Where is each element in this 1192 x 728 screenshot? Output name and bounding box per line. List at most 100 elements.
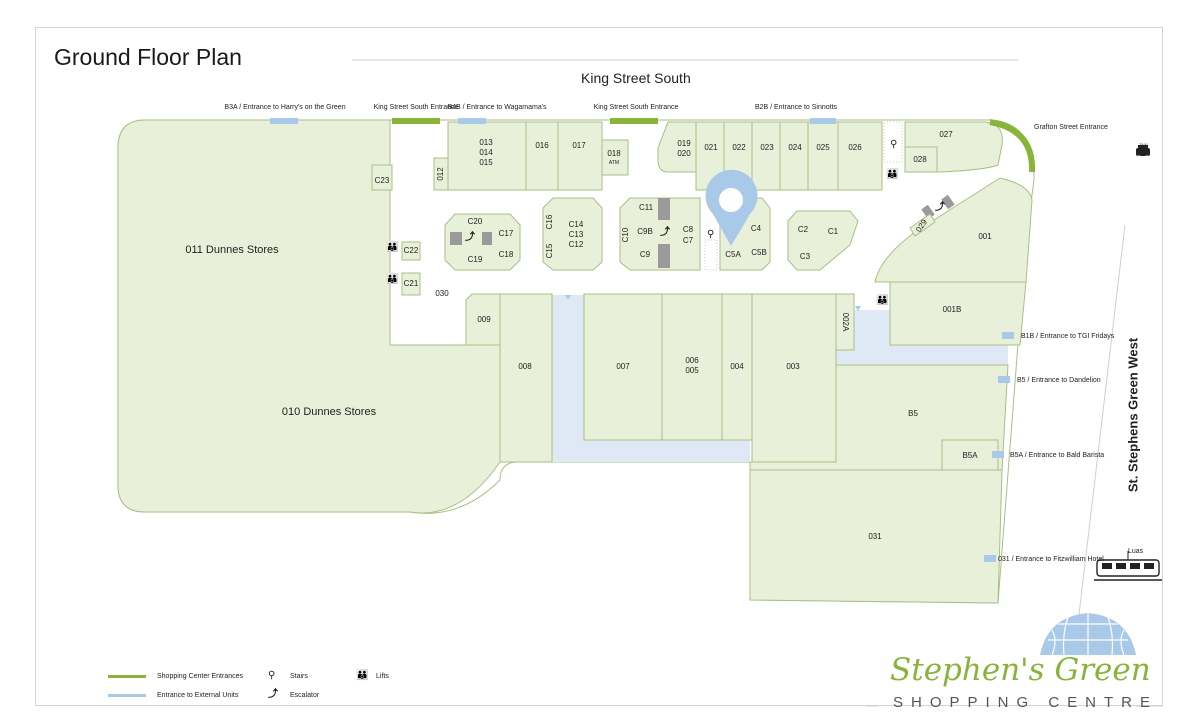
unit-007[interactable] (583, 293, 663, 441)
external-area (552, 440, 750, 462)
unit-label: C3 (799, 252, 811, 261)
brand-subtitle: SHOPPING CENTRE (893, 694, 1159, 711)
unit-label: C5A (725, 250, 741, 259)
unit-018[interactable] (601, 139, 629, 176)
external-area (836, 345, 1008, 365)
unit-b5a[interactable] (941, 439, 999, 471)
entrance-label: B4B / Entrance to Wagamama's (447, 104, 547, 111)
unit-label: C20 (467, 217, 483, 226)
unit-label: 020 (677, 149, 691, 158)
service-block (941, 194, 955, 210)
unit-013-015[interactable] (447, 121, 527, 191)
unit-c21[interactable] (401, 272, 421, 296)
stairs-block (704, 239, 718, 271)
unit-024[interactable] (779, 121, 809, 191)
unit-030[interactable] (434, 288, 450, 298)
unit-019-020[interactable] (657, 121, 697, 173)
unit-c23[interactable] (371, 164, 393, 191)
escalator-icon: ⤴ (465, 232, 475, 243)
unit-label: C17 (498, 229, 514, 238)
escalator-icon: ⤴ (660, 227, 670, 238)
entrance-label: Grafton Street Entrance (1034, 124, 1108, 131)
unit-023[interactable] (751, 121, 781, 191)
entrance-marker-external[interactable] (998, 376, 1010, 383)
unit-025[interactable] (807, 121, 839, 191)
entrance-marker-external[interactable] (1002, 332, 1014, 339)
unit-label: 028 (913, 155, 927, 164)
unit-label: C7 (682, 236, 694, 245)
kiosk-c7-c11[interactable] (619, 197, 701, 271)
unit-label: 005 (685, 366, 699, 375)
unit-label: C4 (750, 224, 762, 233)
legend-escalator-label: Escalator (290, 692, 320, 699)
entrance-marker-external[interactable] (810, 118, 836, 124)
escalator-icon: ⤴ (935, 202, 945, 213)
unit-label: 019 (677, 139, 691, 148)
kiosk-c1-c3[interactable] (787, 210, 859, 271)
unit-label: 002A (841, 312, 850, 332)
unit-017[interactable] (557, 121, 603, 191)
unit-003[interactable] (751, 293, 837, 463)
map-frame (35, 27, 1163, 706)
unit-label: C15 (545, 243, 554, 259)
unit-004[interactable] (721, 293, 753, 441)
unit-label: 014 (479, 148, 493, 157)
entrance-marker-external[interactable] (458, 118, 486, 124)
unit-label: C11 (638, 203, 654, 212)
luas-label: Luas (1128, 548, 1144, 555)
unit-label: 016 (535, 141, 549, 150)
unit-028[interactable] (904, 146, 938, 173)
legend-external-swatch (108, 694, 146, 697)
street-north: King Street South (581, 70, 691, 86)
unit-label: C13 (568, 230, 584, 239)
unit-016[interactable] (525, 121, 559, 191)
entrance-marker-external[interactable] (270, 118, 298, 124)
unit-label: 007 (616, 362, 630, 371)
unit-label: 011 Dunnes Stores (185, 244, 279, 256)
unit-label: C8 (682, 225, 694, 234)
legend-external-label: Entrance to External Units (157, 692, 239, 699)
service-block (450, 232, 462, 245)
unit-label: C9B (637, 227, 653, 236)
lift-icon: 👪 (386, 242, 399, 253)
unit-c22[interactable] (401, 241, 421, 261)
lift-icon: 👪 (386, 274, 399, 285)
unit-label: C10 (621, 227, 630, 243)
unit-label: 010 Dunnes Stores (281, 406, 377, 418)
entrance-marker-grafton[interactable] (989, 119, 1036, 173)
unit-label: C9 (639, 250, 651, 259)
unit-label: 015 (479, 158, 493, 167)
unit-label: 031 (868, 532, 882, 541)
unit-026[interactable] (837, 121, 883, 191)
entrance-marker-external[interactable] (984, 555, 996, 562)
entrance-marker-centre[interactable] (610, 118, 658, 124)
entrance-marker-external[interactable] (992, 451, 1004, 458)
dome-logo-icon (1040, 613, 1136, 656)
stairs-block (883, 121, 903, 163)
entrance-label: B1B / Entrance to TGI Fridays (1021, 333, 1115, 340)
unit-009[interactable] (465, 293, 501, 346)
legend-lifts-label: Lifts (376, 673, 389, 680)
street-line-east (1075, 224, 1126, 641)
entrance-label: B5A / Entrance to Bald Barista (1010, 452, 1105, 459)
unit-008[interactable] (499, 293, 553, 463)
entrance-label: B5 / Entrance to Dandelion (1017, 377, 1101, 384)
unit-label: C16 (545, 214, 554, 230)
entrance-label: 031 / Entrance to Fitzwilliam Hotel (998, 556, 1104, 563)
entrance-marker-centre[interactable] (392, 118, 440, 124)
unit-001b[interactable] (889, 281, 1027, 346)
kiosk-c12-c16[interactable] (542, 197, 603, 271)
unit-dunnes[interactable] (117, 119, 501, 514)
unit-label: C22 (403, 246, 419, 255)
unit-label: B5 (908, 409, 918, 418)
escalator-icon: ⤴ (268, 689, 278, 700)
service-block (658, 198, 670, 220)
unit-006-005[interactable] (661, 293, 723, 441)
unit-label: 021 (704, 143, 718, 152)
lift-icon: 👪 (876, 295, 889, 306)
unit-label: C2 (797, 225, 809, 234)
tram-icon (1094, 551, 1162, 581)
location-pin-icon[interactable] (705, 169, 758, 246)
unit-029[interactable] (909, 213, 936, 237)
unit-031[interactable] (749, 469, 1003, 604)
